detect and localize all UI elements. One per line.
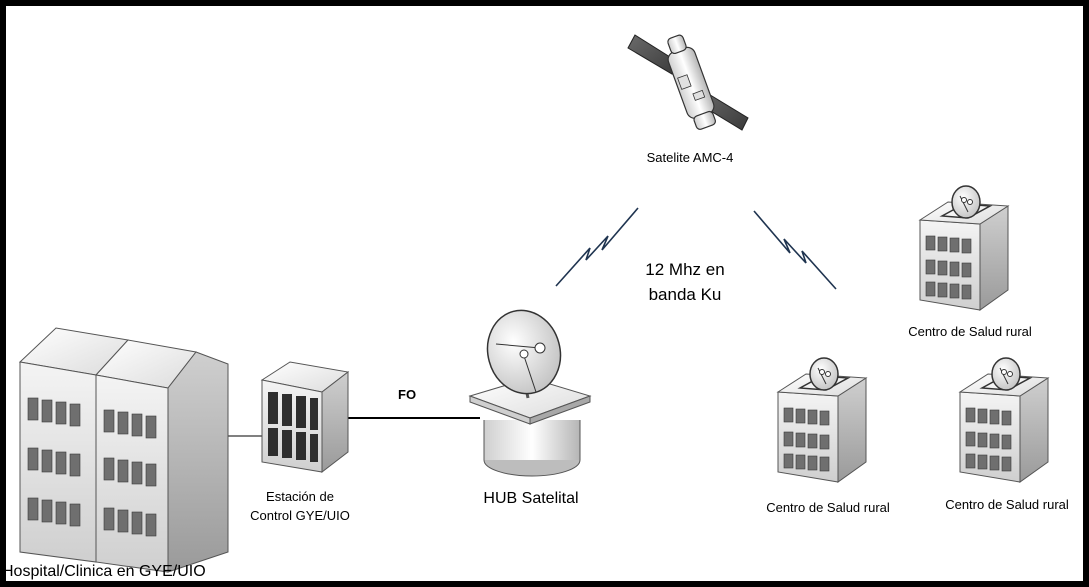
satellite-icon [627,34,749,131]
health-center-label: Centro de Salud rural [908,324,1032,339]
hospital-building-icon [18,327,229,573]
health-center-label: Centro de Salud rural [766,500,890,515]
fo-link-label: FO [398,387,417,402]
satellite-label: Satelite AMC-4 [646,150,734,165]
hospital-label: Hospital/Clinica en GYE/UIO [2,563,206,580]
control-station-label: Estación de Control GYE/UIO [250,489,350,523]
band-label: 12 Mhz en banda Ku [645,260,725,304]
satellite-dish-hub-icon [468,309,592,477]
hub-label: HUB Satelital [483,490,579,507]
server-rack-icon [260,361,350,474]
health-center-label: Centro de Salud rural [945,497,1069,512]
